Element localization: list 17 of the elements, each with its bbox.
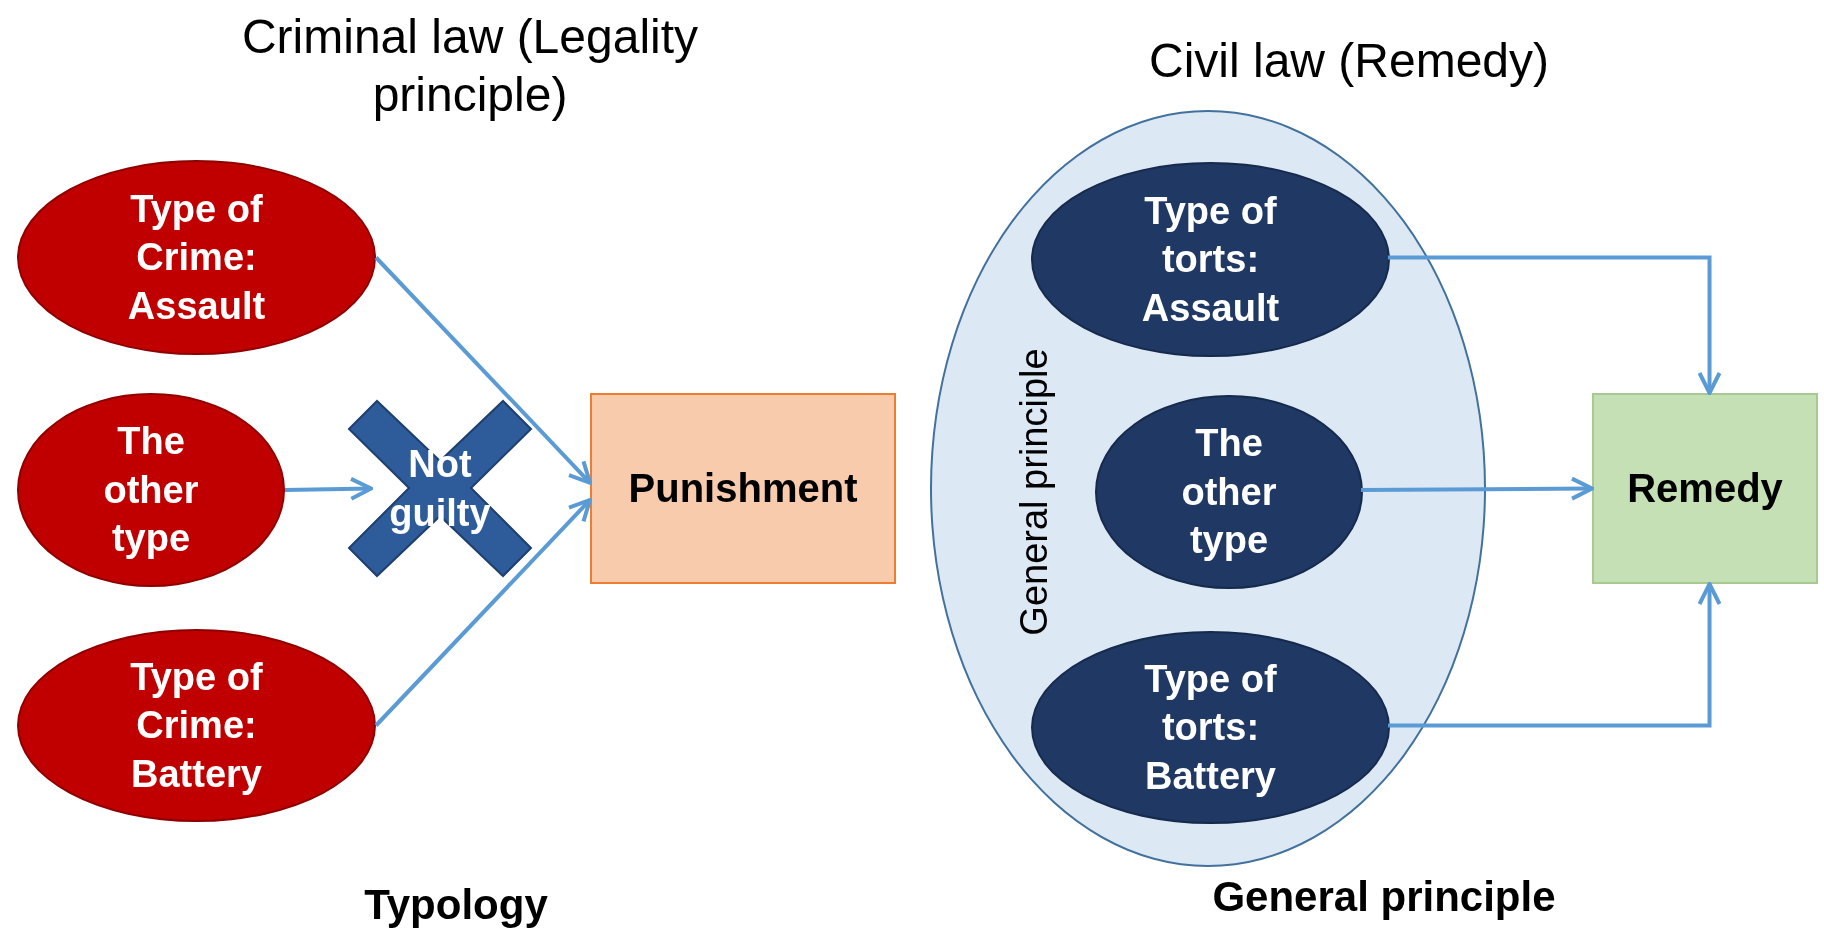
heading-label: General principle: [1211, 872, 1557, 922]
remedy-box: [1592, 393, 1818, 584]
heading-label: Typology: [363, 880, 549, 930]
node-label: Type of Crime: Battery: [129, 654, 264, 797]
node-label: Type of torts: Assault: [1140, 188, 1281, 331]
node-label: Type of Crime: Assault: [126, 186, 267, 329]
node-label: Not guilty: [388, 441, 492, 536]
node-label: The other type: [102, 419, 200, 562]
cross-shape: [347, 399, 533, 578]
node-label: Punishment: [628, 464, 858, 512]
vertical-label: General principle: [1012, 347, 1056, 638]
punishment-box: [590, 393, 896, 584]
node-label: The other type: [1180, 421, 1278, 564]
heading-label: Civil law (Remedy): [1147, 33, 1551, 89]
node-label: Type of torts: Battery: [1143, 656, 1278, 799]
node-label: Remedy: [1627, 464, 1783, 512]
heading-label: Criminal law (Legality principle): [240, 9, 700, 123]
